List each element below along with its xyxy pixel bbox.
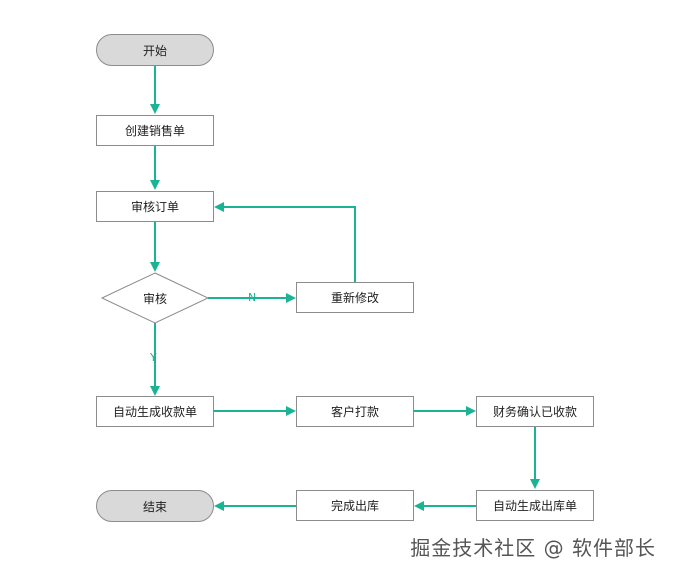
re-edit-label: 重新修改 (330, 291, 379, 305)
end-node: 结束 (96, 490, 214, 522)
decision-diamond-shape (100, 272, 210, 324)
create-sales-order-node: 创建销售单 (96, 115, 214, 146)
auto-gen-receipt-label: 自动生成收款单 (112, 405, 197, 419)
review-order-label: 审核订单 (130, 200, 179, 214)
auto-gen-outbound-label: 自动生成出库单 (492, 499, 577, 513)
finance-confirm-label: 财务确认已收款 (492, 405, 577, 419)
edge-reedit-back-to-review (214, 202, 356, 282)
review-decision-label: 审核 (142, 291, 167, 306)
start-node: 开始 (96, 34, 214, 66)
re-edit-node: 重新修改 (296, 282, 414, 313)
auto-gen-outbound-node: 自动生成出库单 (476, 490, 594, 521)
edge-label-yes: Y (150, 351, 157, 364)
review-order-node: 审核订单 (96, 191, 214, 222)
start-label: 开始 (142, 43, 167, 58)
customer-pay-label: 客户打款 (330, 405, 379, 419)
watermark: 掘金技术社区 @ 软件部长 (410, 536, 656, 560)
auto-gen-receipt-node: 自动生成收款单 (96, 396, 214, 427)
edge-label-no: N (248, 291, 257, 304)
complete-outbound-label: 完成出库 (330, 499, 379, 513)
end-label: 结束 (142, 499, 167, 514)
review-decision-node: 审核 (102, 273, 208, 323)
complete-outbound-node: 完成出库 (296, 490, 414, 521)
create-sales-order-label: 创建销售单 (124, 124, 185, 138)
customer-pay-node: 客户打款 (296, 396, 414, 427)
finance-confirm-node: 财务确认已收款 (476, 396, 594, 427)
